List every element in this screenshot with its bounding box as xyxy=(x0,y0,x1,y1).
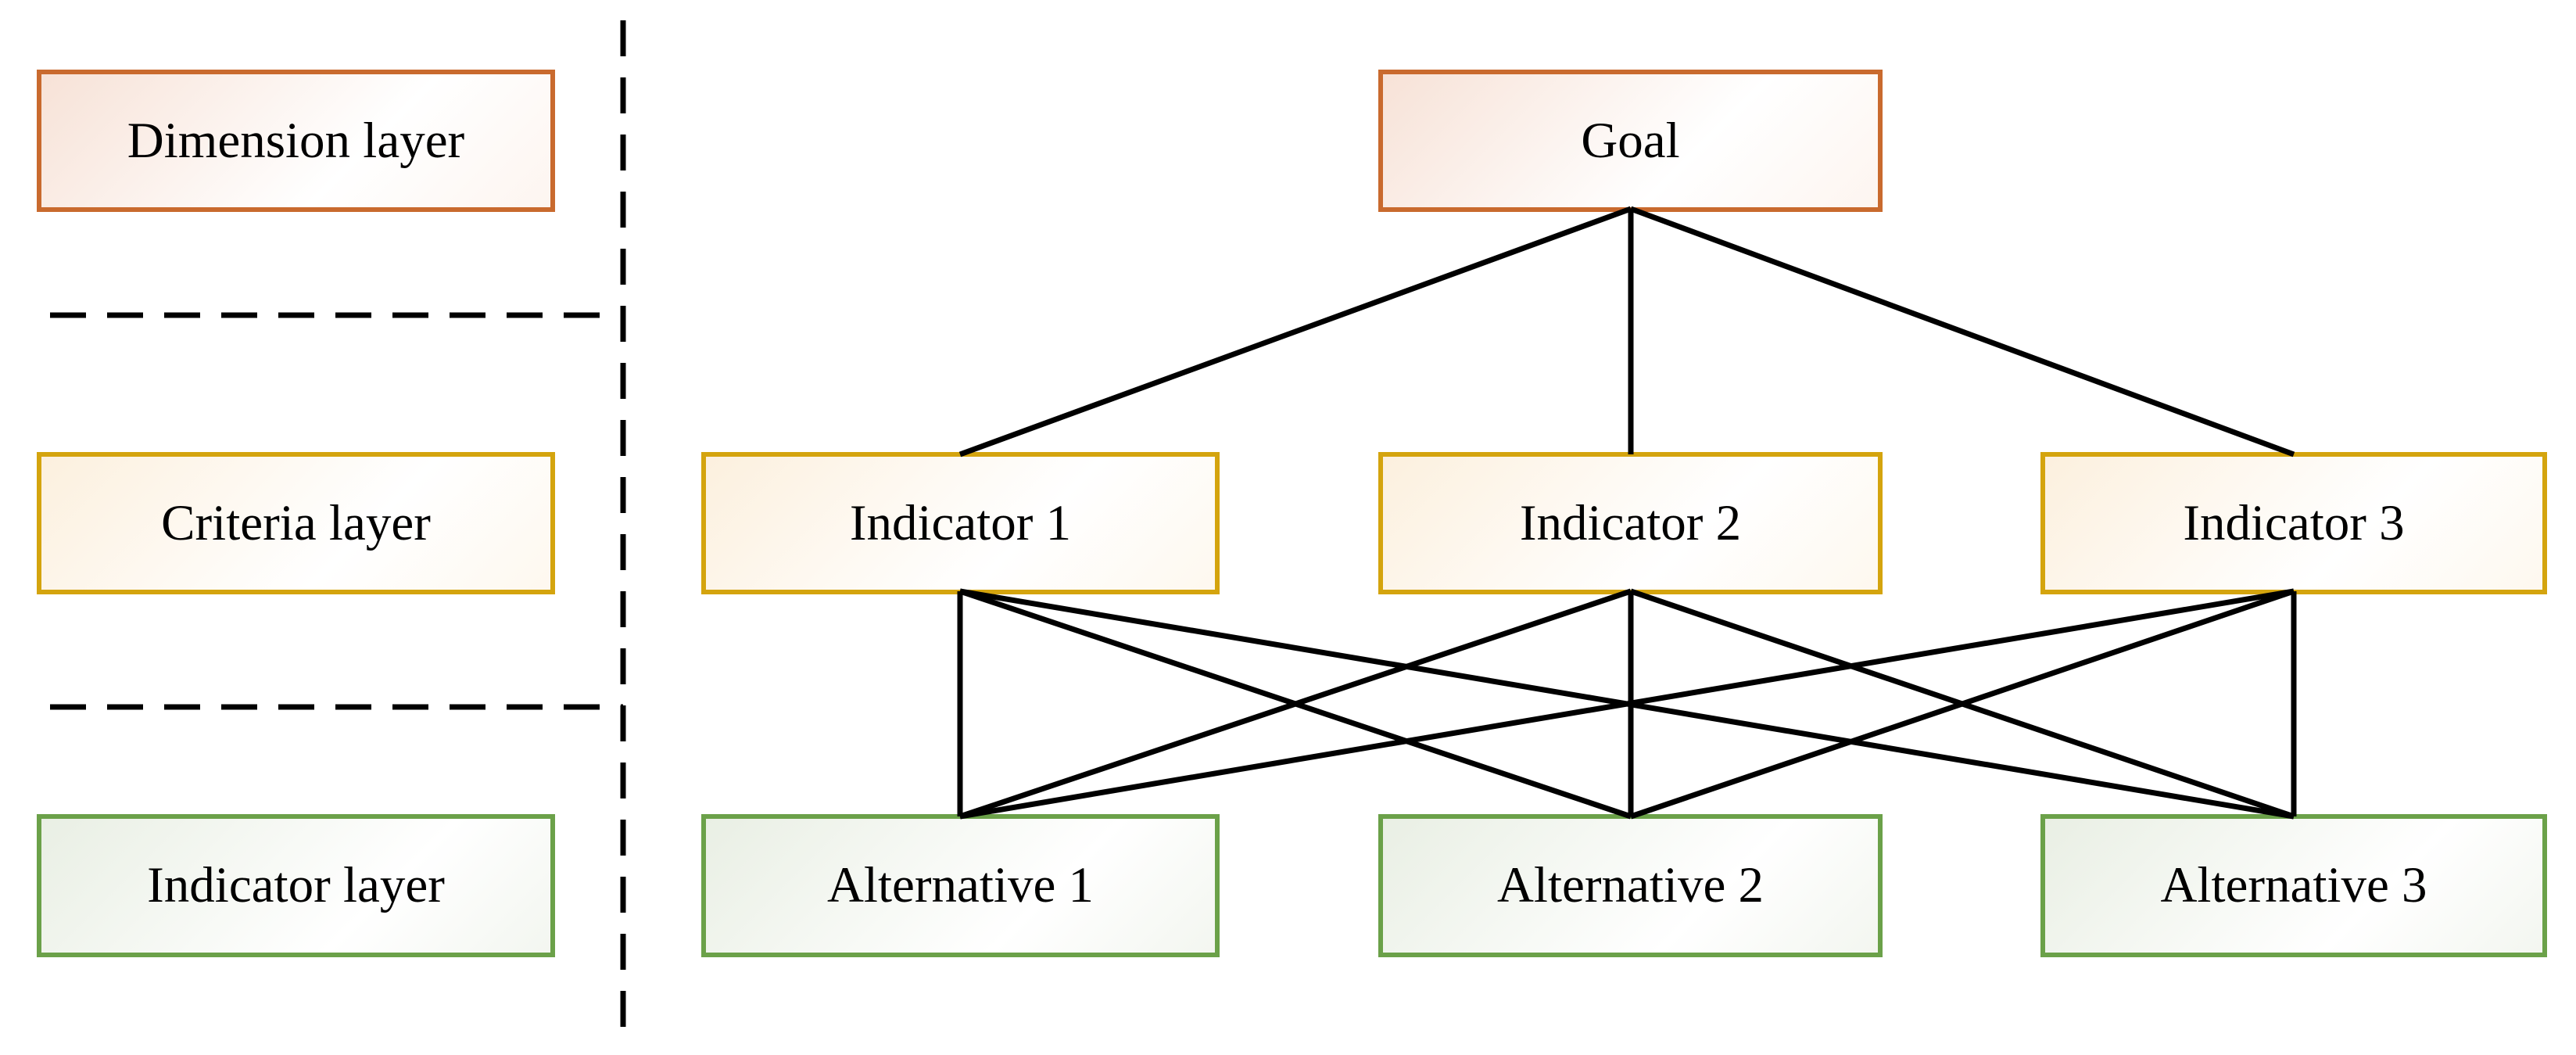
legend-indicator-layer-box: Indicator layer xyxy=(37,814,555,957)
legend-criteria-layer-box: Criteria layer xyxy=(37,452,555,594)
indicator-1-node: Indicator 1 xyxy=(701,452,1220,594)
legend-dimension-layer-box: Dimension layer xyxy=(37,70,555,212)
alternative-2-node: Alternative 2 xyxy=(1378,814,1883,957)
indicator-2-label: Indicator 2 xyxy=(1519,494,1742,551)
edge-indicator-3-alternative-2 xyxy=(1629,588,2295,820)
edge-indicator-3-alternative-1 xyxy=(959,588,2295,820)
indicator-1-label: Indicator 1 xyxy=(849,494,1072,551)
edge-indicator-2-alternative-3 xyxy=(1629,588,2295,820)
alternative-2-label: Alternative 2 xyxy=(1496,857,1765,913)
indicator-3-node: Indicator 3 xyxy=(2040,452,2547,594)
alternative-3-label: Alternative 3 xyxy=(2160,857,2427,913)
legend-dimension-layer-label: Dimension layer xyxy=(127,112,465,169)
legend-criteria-layer-label: Criteria layer xyxy=(161,494,431,551)
goal-node: Goal xyxy=(1378,70,1883,212)
goal-label: Goal xyxy=(1581,112,1680,169)
edge-goal-indicator-3 xyxy=(1629,206,2295,458)
indicator-3-label: Indicator 3 xyxy=(2183,494,2405,551)
edge-indicator-2-alternative-1 xyxy=(958,588,1632,820)
legend-indicator-layer-label: Indicator layer xyxy=(147,857,445,913)
edge-goal-indicator-1 xyxy=(958,206,1632,458)
edge-indicator-1-alternative-3 xyxy=(959,588,2295,820)
alternative-1-label: Alternative 1 xyxy=(826,857,1095,913)
alternative-3-node: Alternative 3 xyxy=(2040,814,2547,957)
edge-indicator-1-alternative-2 xyxy=(958,588,1632,820)
alternative-1-node: Alternative 1 xyxy=(701,814,1220,957)
indicator-2-node: Indicator 2 xyxy=(1378,452,1883,594)
